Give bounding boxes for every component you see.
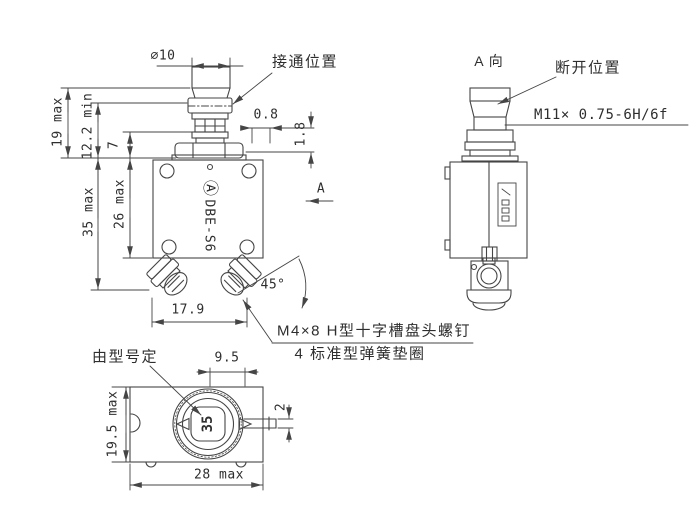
dim-19-max-label: 19 max bbox=[50, 97, 66, 147]
nameplate bbox=[497, 182, 517, 227]
angle-45-label: 45° bbox=[260, 277, 286, 293]
off-position-label: 断开位置 bbox=[554, 59, 622, 77]
bottom-body bbox=[129, 386, 264, 463]
on-position-label: 接通位置 bbox=[271, 53, 339, 71]
model-number: DBE-S6 bbox=[201, 199, 217, 253]
screw-note-line1: M4×8 H型十字槽盘头螺钉 bbox=[277, 322, 471, 340]
dim-1-8-label: 1.8 bbox=[293, 121, 309, 147]
terminal-screw-side bbox=[476, 263, 502, 289]
dim-19-5-max-label: 19.5 max bbox=[105, 390, 121, 458]
dim-35-max-label: 35 max bbox=[81, 187, 97, 237]
thread-spec-label: M11× 0.75-6H/6f bbox=[534, 107, 668, 123]
thread-neck bbox=[473, 116, 507, 131]
terminal-right bbox=[220, 254, 262, 296]
breaker-body bbox=[152, 159, 264, 259]
button-cap bbox=[191, 66, 231, 89]
rating-value: 35 bbox=[200, 415, 216, 433]
dim-0-8-label: 0.8 bbox=[253, 107, 279, 123]
terminal-screw-head bbox=[164, 272, 188, 296]
front-view bbox=[146, 66, 264, 296]
front-dimensions bbox=[60, 57, 474, 344]
dim-7-label: 7 bbox=[106, 140, 122, 150]
side-view bbox=[444, 76, 689, 311]
dim-2-label: 2 bbox=[273, 402, 289, 412]
button-cap-side bbox=[469, 87, 511, 102]
dim-17-9-label: 17.9 bbox=[171, 302, 205, 318]
section-a-label: A bbox=[316, 181, 326, 197]
dim-9-5-label: 9.5 bbox=[214, 350, 240, 366]
bottom-view bbox=[129, 386, 277, 468]
dim-26-max-label: 26 max bbox=[112, 179, 128, 229]
washer-note-line2: 4 标准型弹簧垫圈 bbox=[294, 345, 426, 363]
model-note-label: 由型号定 bbox=[91, 348, 159, 366]
dia-10-label: ∅10 bbox=[150, 48, 176, 64]
knurl-ring bbox=[174, 390, 242, 458]
dim-28-max-label: 28 max bbox=[194, 467, 244, 483]
rating-plate bbox=[190, 406, 226, 442]
terminal-screw-head bbox=[220, 272, 244, 296]
bottom-dimensions bbox=[111, 365, 294, 491]
brand-logo: Ⓐ bbox=[201, 179, 218, 197]
view-a-title: A 向 bbox=[474, 53, 504, 69]
terminal-left bbox=[146, 254, 188, 296]
button-face bbox=[172, 388, 244, 460]
hex-nut bbox=[174, 142, 244, 159]
dim-12-2-min-label: 12.2 min bbox=[80, 92, 96, 160]
